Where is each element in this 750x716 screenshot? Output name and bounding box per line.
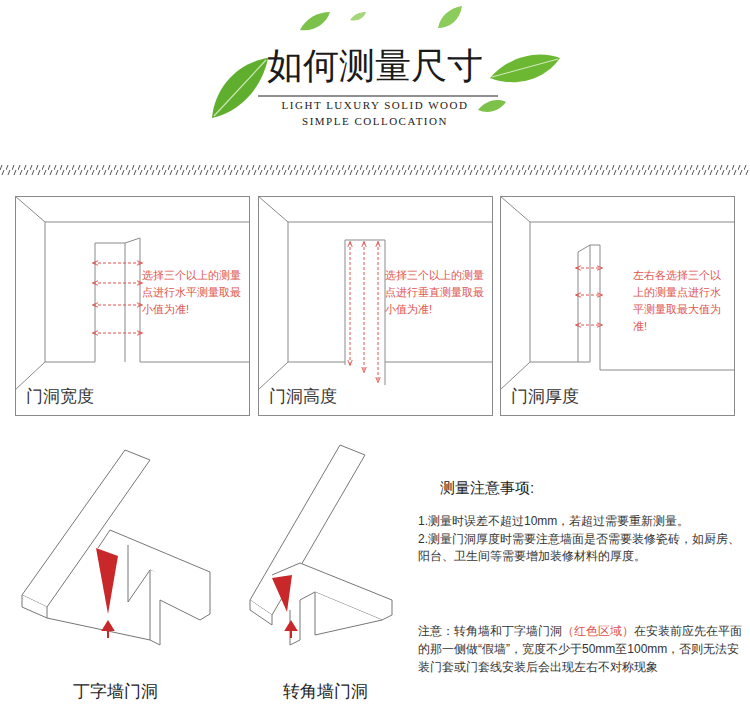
title-rule bbox=[258, 96, 498, 97]
red-arrow bbox=[103, 622, 113, 638]
note-item: 2.测量门洞厚度时需要注意墙面是否需要装修瓷砖，如厨房、阳台、卫生间等需要增加装… bbox=[418, 531, 744, 565]
room-sketch bbox=[15, 196, 250, 390]
red-arrow bbox=[286, 622, 296, 638]
warning-text: 注意：转角墙和丁字墙门洞 bbox=[418, 624, 562, 638]
title: 如何测量尺寸 bbox=[0, 44, 750, 88]
panel-caption: 门洞高度 bbox=[269, 387, 337, 407]
hatch-band bbox=[0, 165, 750, 175]
red-area bbox=[96, 548, 118, 614]
corner-wall-sketch bbox=[250, 445, 392, 645]
red-highlight: （红色区域） bbox=[562, 624, 634, 638]
measure-arrows bbox=[576, 268, 602, 325]
room-sketch bbox=[500, 196, 735, 390]
note-item: 1.测量时误差不超过10mm，若超过需要重新测量。 bbox=[418, 513, 748, 530]
red-note: 左右各选择三个以上的测量点进行水平测量取最大值为准! bbox=[633, 267, 731, 335]
measure-arrows bbox=[350, 242, 378, 382]
figure-caption: 丁字墙门洞 bbox=[60, 682, 170, 702]
room-sketch bbox=[258, 196, 493, 390]
measure-panel: 选择三个以上的测量点进行垂直测量取最小值为准! 门洞高度 bbox=[258, 196, 493, 416]
red-area bbox=[272, 575, 292, 612]
panel-caption: 门洞宽度 bbox=[26, 387, 94, 407]
measure-arrows bbox=[93, 263, 142, 333]
warning-note: 注意：转角墙和丁字墙门洞（红色区域）在安装前应先在平面的那一侧做“假墙”，宽度不… bbox=[418, 622, 744, 676]
figure-caption: 转角墙门洞 bbox=[270, 682, 380, 702]
notes-heading: 测量注意事项: bbox=[440, 478, 534, 498]
measure-panel: 左右各选择三个以上的测量点进行水平测量取最大值为准! 门洞厚度 bbox=[500, 196, 735, 416]
measure-panel: 选择三个以上的测量点进行水平测量取最小值为准! 门洞宽度 bbox=[15, 196, 250, 416]
subtitle: SIMPLE COLLOCATION bbox=[0, 114, 750, 128]
red-note: 选择三个以上的测量点进行水平测量取最小值为准! bbox=[142, 267, 246, 318]
t-wall-sketch bbox=[22, 450, 210, 645]
red-note: 选择三个以上的测量点进行垂直测量取最小值为准! bbox=[385, 267, 489, 318]
subtitle: LIGHT LUXURY SOLID WOOD bbox=[0, 98, 750, 112]
panel-caption: 门洞厚度 bbox=[511, 387, 579, 407]
